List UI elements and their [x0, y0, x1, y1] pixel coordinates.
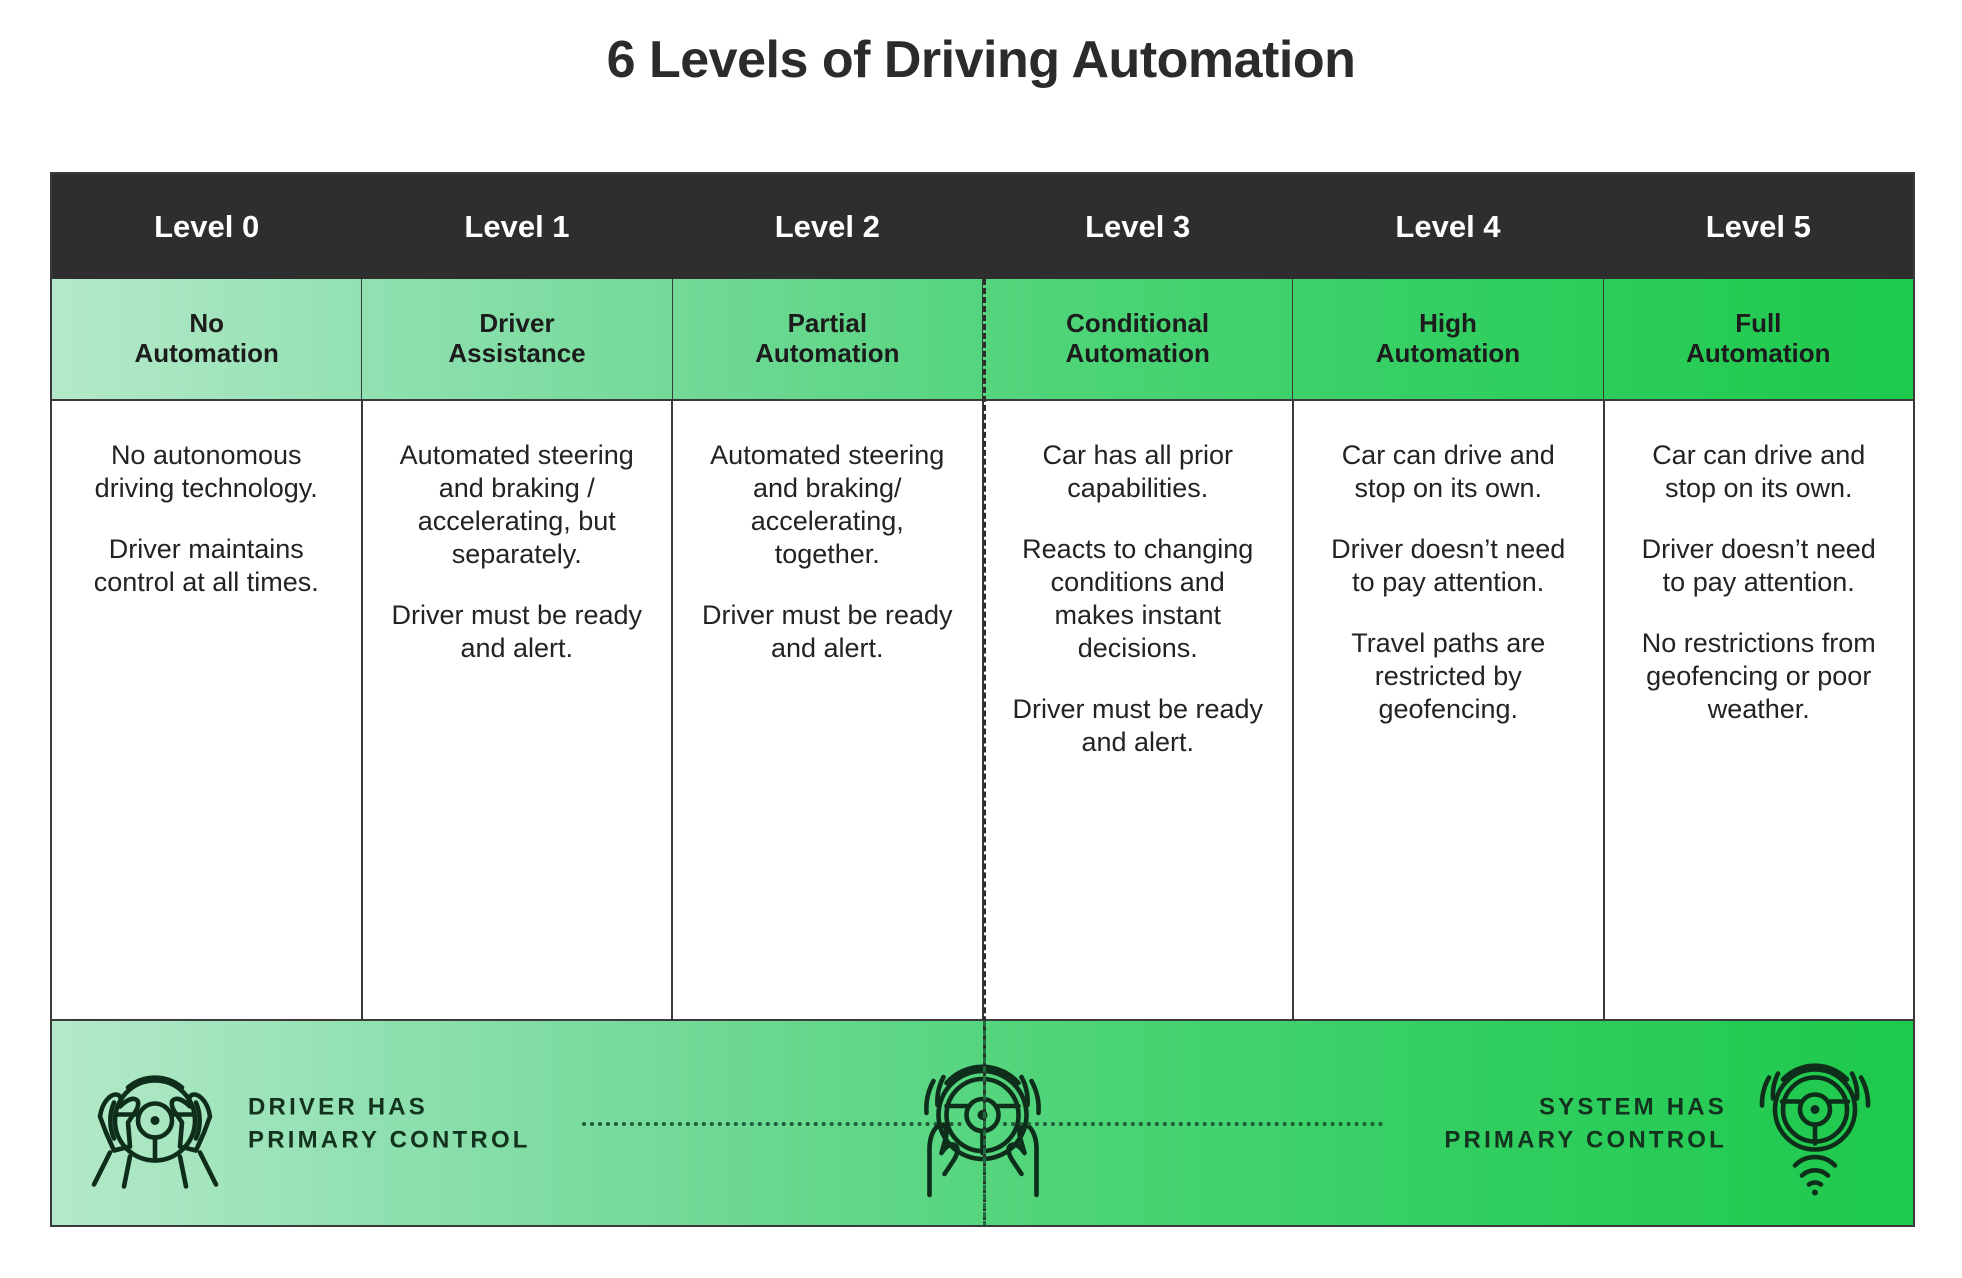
automation-levels-table: Level 0 Level 1 Level 2 Level 3 Level 4 … [50, 172, 1915, 1227]
level-description-0: No autonomous driving technology. Driver… [52, 401, 363, 1019]
steering-wheel-wireless-signal-icon [1745, 1052, 1885, 1197]
banner-handover-divider [982, 1021, 986, 1225]
level-name-0-line2: Automation [134, 338, 279, 368]
level-name-0-line1: No [189, 308, 224, 339]
level-2-para-0: Automated steering and braking/ accelera… [710, 440, 945, 569]
driver-control-label: DRIVER HAS PRIMARY CONTROL [248, 1092, 531, 1157]
left-dotted-connector [582, 1122, 962, 1126]
level-name-2-line1: Partial [787, 308, 868, 339]
system-control-label: SYSTEM HAS PRIMARY CONTROL [1444, 1092, 1727, 1157]
level-0-para-0: No autonomous driving technology. [94, 440, 318, 503]
level-5-para-0: Car can drive and stop on its own. [1652, 440, 1866, 503]
level-header-4: Level 4 [1293, 174, 1604, 279]
handover-midpoint-group [905, 1049, 1060, 1199]
level-description-3: Car has all prior capabilities. Reacts t… [984, 401, 1294, 1019]
table-header-row: Level 0 Level 1 Level 2 Level 3 Level 4 … [52, 174, 1913, 279]
level-name-1-line2: Assistance [448, 338, 586, 368]
level-description-5: Car can drive and stop on its own. Drive… [1605, 401, 1914, 1019]
level-3-para-2: Driver must be ready and alert. [1012, 693, 1264, 757]
level-1-para-1: Driver must be ready and alert. [391, 599, 643, 663]
system-control-label-line1: SYSTEM HAS [1538, 1093, 1727, 1121]
level-2-para-1: Driver must be ready and alert. [701, 599, 953, 663]
level-header-5: Level 5 [1705, 208, 1811, 244]
level-name-4-line2: Automation [1375, 338, 1521, 368]
level-header-1: Level 1 [362, 174, 673, 279]
level-3-para-1: Reacts to changing conditions and makes … [1022, 533, 1254, 663]
page-title: 6 Levels of Driving Automation [606, 31, 1356, 89]
system-control-group: SYSTEM HAS PRIMARY CONTROL [1444, 1052, 1885, 1197]
level-name-5-line2: Automation [1686, 338, 1831, 368]
control-spectrum-banner: DRIVER HAS PRIMARY CONTROL [52, 1019, 1913, 1225]
level-description-2: Automated steering and braking/ accelera… [673, 401, 984, 1019]
level-4-para-1: Driver doesn’t need to pay attention. [1331, 533, 1566, 597]
system-control-label-line2: PRIMARY CONTROL [1444, 1126, 1727, 1153]
level-1-para-0: Automated steering and braking / acceler… [399, 440, 634, 569]
level-3-para-0: Car has all prior capabilities. [1042, 440, 1234, 503]
driver-control-label-line1: DRIVER HAS [248, 1093, 429, 1121]
level-name-4-line1: High [1419, 308, 1477, 339]
hands-gripping-steering-wheel-icon [80, 1057, 230, 1192]
level-5-para-2: No restrictions from geofencing or poor … [1641, 627, 1876, 724]
level-4-para-0: Car can drive and stop on its own. [1341, 440, 1555, 503]
level-description-1: Automated steering and braking / acceler… [363, 401, 673, 1019]
level-0-para-1: Driver maintains control at all times. [93, 533, 319, 597]
level-header-0: Level 0 [52, 174, 363, 279]
level-header-3: Level 3 [983, 174, 1294, 279]
level-name-3-line2: Automation [1065, 338, 1210, 368]
hands-hovering-steering-wheel-icon [905, 1049, 1060, 1199]
driver-control-group: DRIVER HAS PRIMARY CONTROL [80, 1057, 531, 1192]
level-header-2: Level 2 [673, 174, 983, 279]
driver-control-label-line2: PRIMARY CONTROL [248, 1126, 531, 1153]
level-name-1-line1: Driver [479, 308, 555, 339]
level-4-para-2: Travel paths are restricted by geofencin… [1351, 627, 1546, 724]
table-description-row: No autonomous driving technology. Driver… [52, 399, 1913, 1019]
right-dotted-connector [1003, 1122, 1383, 1126]
level-5-para-1: Driver doesn’t need to pay attention. [1641, 533, 1876, 597]
level-name-5-line1: Full [1735, 308, 1782, 339]
level-description-4: Car can drive and stop on its own. Drive… [1294, 401, 1605, 1019]
level-name-3-line1: Conditional [1066, 308, 1210, 339]
level-name-2-line2: Automation [755, 338, 900, 368]
